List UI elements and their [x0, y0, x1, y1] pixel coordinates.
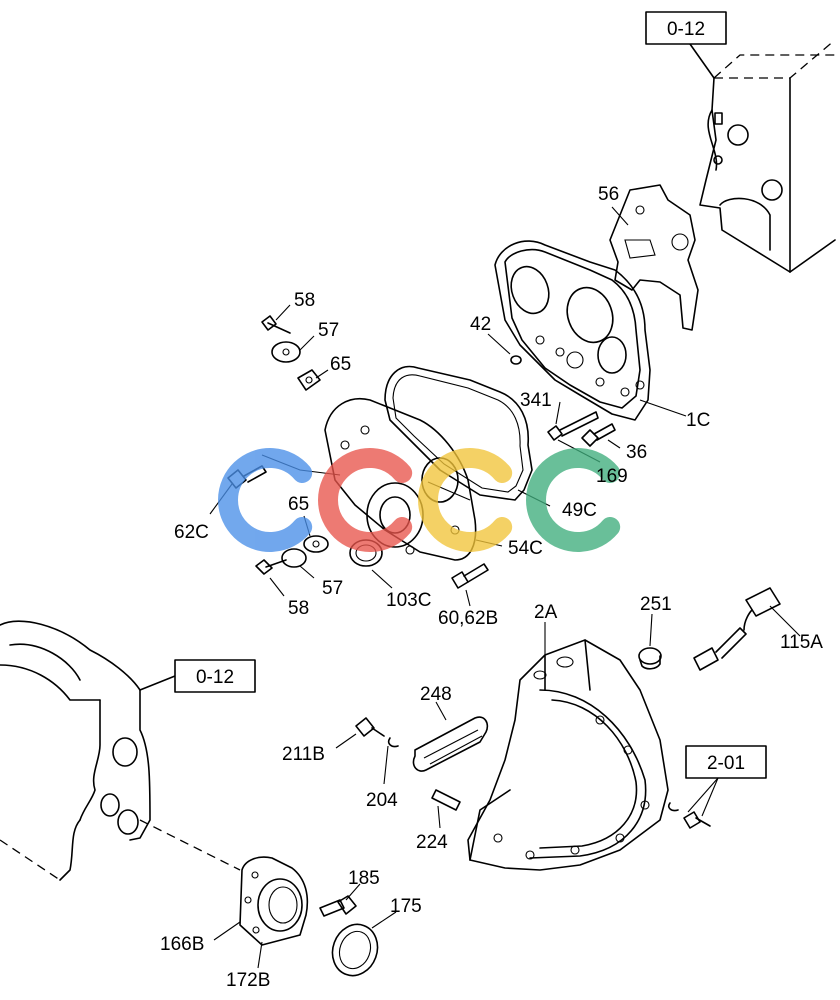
cover-plate-57-top: [271, 341, 301, 363]
label-169[interactable]: 169: [596, 466, 628, 487]
bolt-211B: [355, 717, 385, 737]
plug-251: [638, 647, 662, 670]
bolt-58-top: [261, 315, 291, 334]
label-58-lower[interactable]: 58: [288, 598, 309, 619]
gear-case-1C: [494, 240, 651, 421]
bolt-36: [581, 423, 616, 447]
watermark-red-arc: [318, 448, 413, 552]
label-36[interactable]: 36: [626, 442, 647, 463]
watermark-green-arc: [526, 448, 621, 552]
label-65-lower[interactable]: 65: [288, 494, 309, 515]
bolt-60-62B: [451, 563, 489, 589]
watermark-logo: [218, 448, 621, 552]
reference-box-left[interactable]: 0-12: [174, 659, 256, 693]
engine-block-bottom: [0, 620, 241, 881]
reference-box-left-text: 0-12: [196, 667, 234, 688]
seal-retainer-166B: [239, 856, 309, 946]
label-175[interactable]: 175: [390, 896, 422, 917]
label-62C[interactable]: 62C: [174, 522, 209, 543]
label-57-top[interactable]: 57: [318, 320, 339, 341]
leader-lines: [209, 206, 801, 969]
bolt-58-lower: [255, 559, 287, 575]
label-204[interactable]: 204: [366, 790, 398, 811]
label-172B[interactable]: 172B: [226, 970, 270, 991]
label-57-lower[interactable]: 57: [322, 578, 343, 599]
washer-204: [387, 737, 399, 748]
plug-42: [510, 355, 522, 365]
reference-box-top[interactable]: 0-12: [645, 11, 727, 45]
label-42[interactable]: 42: [470, 314, 491, 335]
watermark-blue-arc: [218, 448, 313, 552]
reference-box-top-text: 0-12: [667, 19, 705, 40]
gasket-65-lower: [303, 535, 329, 553]
watermark-yellow-arc: [418, 448, 513, 552]
gasket-65-top: [297, 369, 321, 391]
label-185[interactable]: 185: [348, 868, 380, 889]
oil-seal-175: [331, 923, 379, 977]
label-54C[interactable]: 54C: [508, 538, 543, 559]
label-341[interactable]: 341: [520, 390, 552, 411]
label-2A[interactable]: 2A: [534, 602, 558, 623]
reference-box-right[interactable]: 2-01: [685, 745, 767, 779]
reference-box-right-text: 2-01: [707, 753, 745, 774]
label-60-62B[interactable]: 60,62B: [438, 608, 498, 629]
cover-plate-57-lower: [281, 548, 307, 568]
stud-224: [431, 789, 461, 811]
gasket-49C: [384, 365, 533, 501]
label-224[interactable]: 224: [416, 832, 448, 853]
part-labels: 56 58 57 65 42 1C 341 36 169 49C 62C 65 …: [160, 184, 823, 991]
label-115A[interactable]: 115A: [780, 632, 823, 653]
label-248[interactable]: 248: [420, 684, 452, 705]
label-1C[interactable]: 1C: [686, 410, 710, 431]
bolt-341: [547, 411, 599, 441]
bolt-185: [319, 895, 357, 917]
sensor-115A: [693, 587, 781, 671]
flywheel-housing-2A: [467, 639, 669, 871]
label-58-top[interactable]: 58: [294, 290, 315, 311]
gasket-56: [609, 184, 699, 331]
label-103C[interactable]: 103C: [386, 590, 431, 611]
label-49C[interactable]: 49C: [562, 500, 597, 521]
label-56[interactable]: 56: [598, 184, 619, 205]
engine-block-top: [699, 39, 840, 273]
label-65-top[interactable]: 65: [330, 354, 351, 375]
bolt-2-01: [667, 802, 711, 829]
label-166B[interactable]: 166B: [160, 934, 204, 955]
label-211B[interactable]: 211B: [282, 744, 325, 765]
label-251[interactable]: 251: [640, 594, 672, 615]
cover-248: [412, 716, 489, 772]
